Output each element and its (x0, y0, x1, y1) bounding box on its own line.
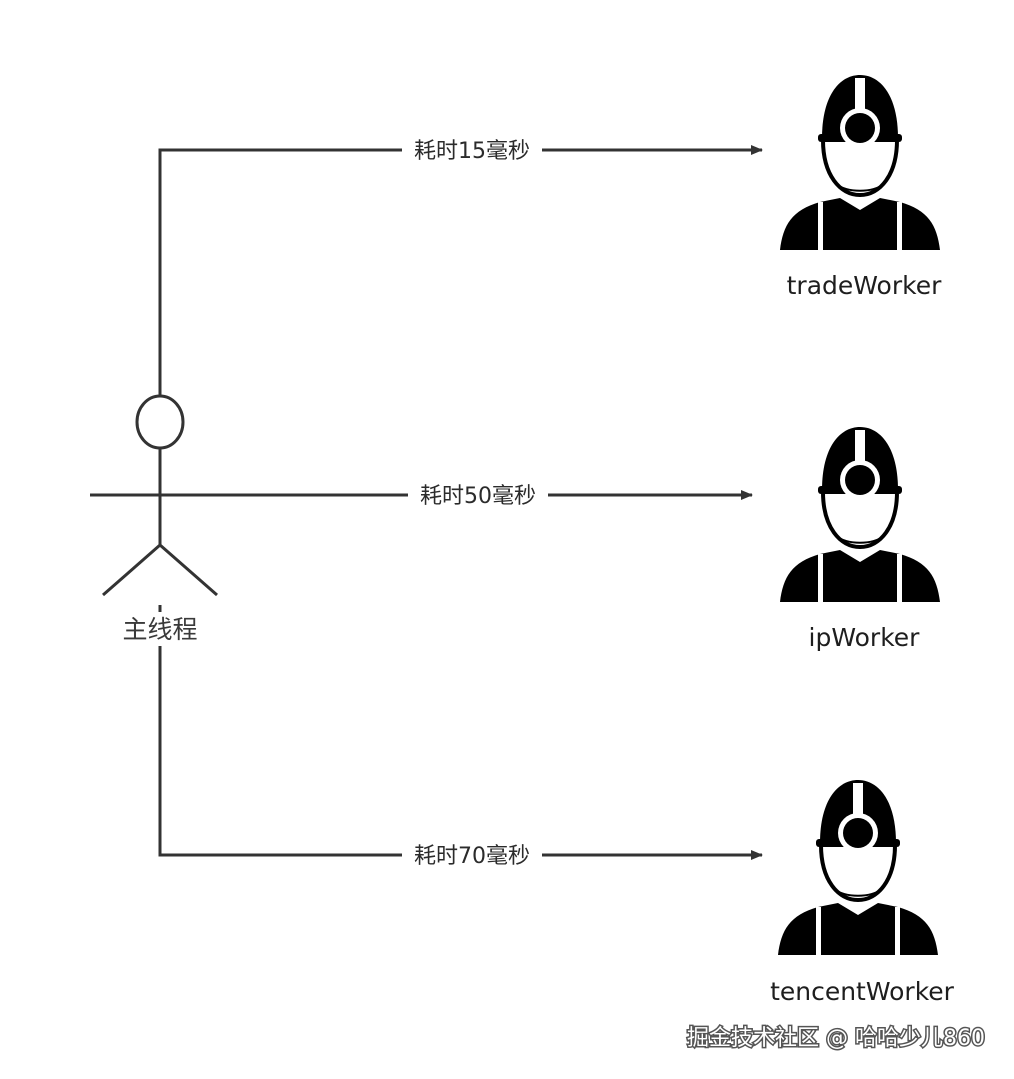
worker-label-trade: tradeWorker (787, 271, 942, 300)
worker-hardhat-icon (776, 778, 940, 957)
edge-label-tencent-group: 耗时70毫秒 (402, 841, 542, 869)
edge-label-tencent: 耗时70毫秒 (414, 844, 530, 869)
actor-left-leg (102, 543, 161, 597)
actor-head (135, 394, 185, 450)
edge-label-ip-group: 耗时50毫秒 (408, 481, 548, 509)
worker-hardhat-icon (778, 73, 942, 252)
edge-line-trade (158, 145, 763, 396)
worker-hardhat-icon (778, 425, 942, 604)
worker-label-ip: ipWorker (809, 623, 921, 652)
worker-tencent: tencentWorker (770, 778, 955, 1006)
edge-label-trade: 耗时15毫秒 (414, 139, 530, 164)
actor-right-leg (159, 543, 218, 597)
worker-ip: ipWorker (778, 425, 942, 652)
actor-stick-figure (90, 394, 232, 597)
watermark: 掘金技术社区 @ 哈哈少儿860 (687, 1026, 985, 1051)
edge-line-tencent (158, 605, 763, 860)
worker-label-tencent: tencentWorker (770, 977, 955, 1006)
edge-label-trade-group: 耗时15毫秒 (402, 136, 542, 164)
edge-label-ip: 耗时50毫秒 (420, 484, 536, 509)
worker-trade: tradeWorker (778, 73, 942, 300)
actor-label: 主线程 (122, 615, 197, 644)
